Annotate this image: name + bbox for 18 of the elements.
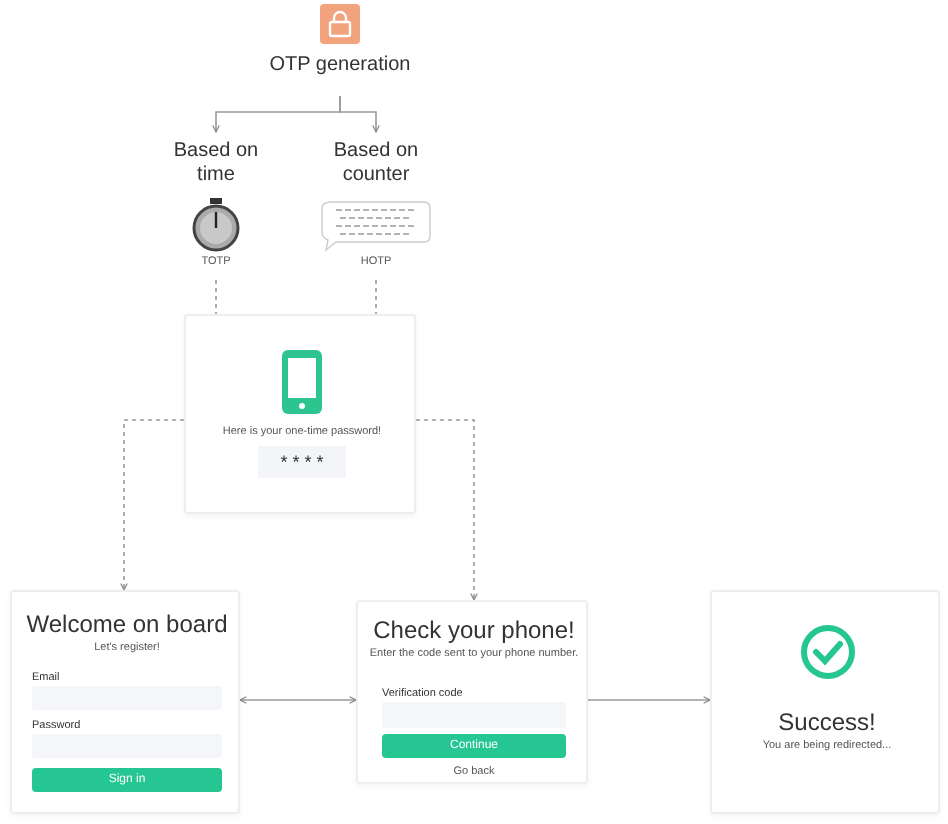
step-title: OTP generation	[267, 54, 413, 77]
dashed-connector	[415, 419, 478, 601]
signup-card	[10, 590, 240, 814]
card-title: Check your phone!	[371, 618, 577, 646]
success-title: Success!	[776, 710, 878, 738]
option-title: Based on counter	[331, 140, 421, 186]
arrow	[339, 95, 380, 133]
arrow	[239, 696, 357, 704]
success-card	[710, 590, 940, 814]
verification-card	[356, 600, 588, 784]
dashed-connector	[375, 279, 377, 315]
phone-card	[184, 314, 416, 514]
dashed-connector	[215, 279, 217, 315]
option-title: Based on time	[171, 140, 261, 186]
card-title: Welcome on board	[24, 612, 230, 640]
dashed-connector	[120, 419, 185, 591]
arrow	[587, 696, 711, 704]
password-field: * * * *	[258, 446, 346, 478]
